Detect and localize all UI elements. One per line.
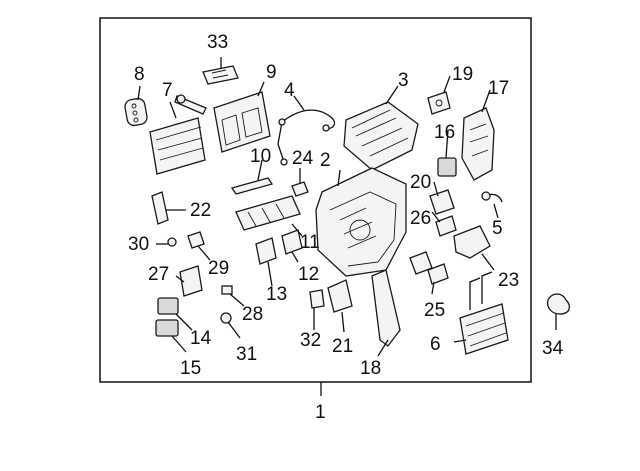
- callout-22: 22: [190, 200, 211, 221]
- callout-12: 12: [298, 264, 319, 285]
- part-12: [281, 229, 303, 255]
- part-2: [315, 167, 407, 277]
- part-3: [343, 101, 419, 171]
- part-20: [429, 189, 455, 215]
- part-15: [155, 319, 179, 337]
- part-19: [427, 91, 451, 115]
- callout-5: 5: [492, 218, 503, 239]
- callout-30: 30: [128, 234, 149, 255]
- callout-labels: 33 8 7 9 4 3 19 17 16 10 24 2 22 11 20 2…: [128, 32, 564, 423]
- part-29: [187, 231, 205, 249]
- part-8: [124, 97, 148, 127]
- part-9: [213, 91, 271, 153]
- callout-14: 14: [190, 328, 212, 349]
- callout-9: 9: [266, 62, 277, 83]
- callout-32: 32: [300, 330, 321, 351]
- part-24: [291, 181, 309, 197]
- callout-13: 13: [266, 284, 287, 305]
- part-18: [371, 269, 401, 347]
- callout-28: 28: [242, 304, 263, 325]
- callout-29: 29: [208, 258, 229, 279]
- callout-16: 16: [434, 122, 455, 143]
- callout-8: 8: [134, 64, 145, 85]
- part-34: [546, 293, 571, 315]
- leaders: [137, 57, 557, 357]
- assembly-frame: [99, 17, 532, 383]
- part-5: [481, 191, 503, 203]
- part-21: [327, 279, 353, 313]
- part-28: [221, 285, 233, 295]
- callout-31: 31: [236, 344, 257, 365]
- callout-4: 4: [284, 80, 295, 101]
- callout-1: 1: [315, 402, 326, 423]
- part-6: [459, 271, 509, 355]
- callout-33: 33: [207, 32, 228, 53]
- callout-27: 27: [148, 264, 169, 285]
- part-16: [437, 157, 457, 177]
- callout-15: 15: [180, 358, 201, 379]
- part-7: [149, 94, 207, 175]
- callout-23: 23: [498, 270, 519, 291]
- callout-3: 3: [398, 70, 409, 91]
- part-27: [179, 265, 203, 297]
- callout-21: 21: [332, 336, 353, 357]
- callout-18: 18: [360, 358, 381, 379]
- callout-25: 25: [424, 300, 445, 321]
- callout-2: 2: [320, 150, 331, 171]
- part-31: [220, 312, 232, 324]
- part-32: [309, 289, 325, 309]
- part-14: [157, 297, 179, 315]
- callout-17: 17: [488, 78, 509, 99]
- part-4: [277, 109, 336, 166]
- callout-34: 34: [542, 338, 564, 359]
- part-25: [409, 251, 449, 285]
- callout-11: 11: [300, 232, 320, 253]
- part-11: [235, 195, 301, 231]
- callout-26: 26: [410, 208, 431, 229]
- callout-19: 19: [452, 64, 473, 85]
- callout-10: 10: [250, 146, 271, 167]
- part-33: [202, 65, 239, 85]
- callout-7: 7: [162, 80, 173, 101]
- part-17: [461, 107, 495, 181]
- part-10: [230, 177, 274, 195]
- part-13: [255, 237, 277, 265]
- part-22: [151, 191, 169, 225]
- callout-24: 24: [292, 148, 314, 169]
- part-26: [435, 215, 457, 237]
- callout-20: 20: [410, 172, 431, 193]
- part-23: [453, 225, 491, 259]
- callout-6: 6: [430, 334, 441, 355]
- part-30: [167, 237, 177, 247]
